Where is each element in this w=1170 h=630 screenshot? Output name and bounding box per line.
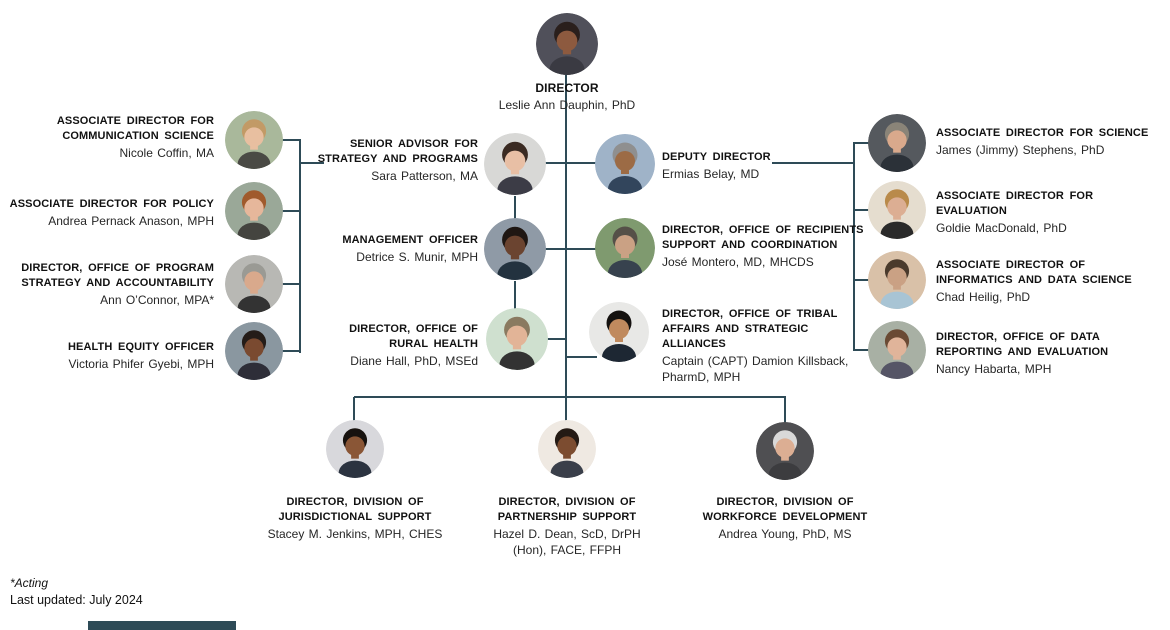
portrait-photo [538, 420, 596, 478]
connector-line [514, 281, 516, 309]
org-node-workforce-development: DIRECTOR, DIVISION OF WORKFORCE DEVELOPM… [670, 495, 900, 542]
person-name: Leslie Ann Dauphin, PhD [498, 98, 636, 112]
role-title: DIRECTOR, DIVISION OF JURISDICTIONAL SUP… [278, 496, 432, 523]
role-title: DEPUTY DIRECTOR [662, 151, 771, 163]
portrait-photo [595, 218, 655, 278]
connector-line [853, 142, 855, 351]
person-name: Goldie MacDonald, PhD [936, 221, 1067, 235]
portrait-photo [225, 111, 283, 169]
person-name: Detrice S. Munir, MPH [356, 250, 478, 264]
portrait-photo [595, 134, 655, 194]
acting-footnote: *Acting [10, 576, 49, 590]
person-name: Victoria Phifer Gyebi, MPH [68, 357, 215, 371]
org-node-communication-science: ASSOCIATE DIRECTOR FOR COMMUNICATION SCI… [8, 114, 214, 161]
role-title: DIRECTOR, DIVISION OF PARTNERSHIP SUPPOR… [497, 496, 637, 523]
role-title: MANAGEMENT OFFICER [342, 234, 478, 246]
connector-line [282, 139, 300, 141]
portrait-photo [484, 133, 546, 195]
org-node-evaluation: ASSOCIATE DIRECTOR FOR EVALUATION Goldie… [936, 189, 1151, 236]
org-node-recipients-support: DIRECTOR, OFFICE OF RECIPIENTS SUPPORT A… [662, 223, 867, 270]
connector-line [353, 397, 355, 421]
person-name: Hazel D. Dean, ScD, DrPH (Hon), FACE, FF… [493, 527, 641, 557]
connector-line [565, 397, 567, 421]
connector-line [545, 338, 567, 340]
person-name: Diane Hall, PhD, MSEd [350, 354, 478, 368]
portrait-photo [225, 322, 283, 380]
org-node-health-equity: HEALTH EQUITY OFFICER Victoria Phifer Gy… [8, 340, 214, 372]
connector-line [300, 162, 324, 164]
role-title: DIRECTOR, OFFICE OF PROGRAM STRATEGY AND… [21, 262, 214, 289]
org-node-deputy-director: DEPUTY DIRECTOR Ermias Belay, MD [662, 150, 862, 182]
org-node-rural-health: DIRECTOR, OFFICE OF RURAL HEALTH Diane H… [296, 322, 478, 369]
role-title: DIRECTOR, OFFICE OF RURAL HEALTH [349, 323, 478, 350]
connector-line [854, 349, 869, 351]
connector-line [772, 162, 854, 164]
portrait-photo [225, 255, 283, 313]
person-name: José Montero, MD, MHCDS [662, 255, 814, 269]
role-title: ASSOCIATE DIRECTOR FOR POLICY [9, 198, 214, 210]
portrait-photo [484, 218, 546, 280]
portrait-photo [868, 251, 926, 309]
role-title: DIRECTOR, OFFICE OF DATA REPORTING AND E… [936, 331, 1109, 358]
connector-line [854, 279, 869, 281]
org-node-tribal-affairs: DIRECTOR, OFFICE OF TRIBAL AFFAIRS AND S… [662, 307, 867, 385]
person-name: Nicole Coffin, MA [119, 146, 214, 160]
portrait-photo [589, 302, 649, 362]
person-name: Captain (CAPT) Damion Killsback, PharmD,… [662, 354, 849, 384]
person-name: Stacey M. Jenkins, MPH, CHES [267, 527, 443, 541]
portrait-photo [868, 321, 926, 379]
person-name: Andrea Pernack Anason, MPH [48, 214, 214, 228]
connector-line [545, 248, 597, 250]
person-name: Ermias Belay, MD [662, 167, 760, 181]
connector-line [565, 356, 597, 358]
connector-line [514, 196, 516, 219]
connector-line [854, 209, 869, 211]
connector-line [282, 210, 300, 212]
portrait-photo [326, 420, 384, 478]
person-name: Andrea Young, PhD, MS [718, 527, 852, 541]
last-updated-label: Last updated: July 2024 [10, 593, 143, 607]
portrait-photo [756, 422, 814, 480]
portrait-photo [225, 182, 283, 240]
role-title: HEALTH EQUITY OFFICER [67, 341, 214, 353]
org-node-management-officer: MANAGEMENT OFFICER Detrice S. Munir, MPH [296, 233, 478, 265]
role-title: DIRECTOR, OFFICE OF RECIPIENTS SUPPORT A… [662, 224, 864, 251]
person-name: Nancy Habarta, MPH [936, 362, 1052, 376]
portrait-photo [486, 308, 548, 370]
role-title: ASSOCIATE DIRECTOR FOR COMMUNICATION SCI… [56, 115, 214, 142]
connector-line [354, 396, 786, 398]
role-title: ASSOCIATE DIRECTOR FOR SCIENCE [936, 127, 1149, 139]
org-node-program-strategy: DIRECTOR, OFFICE OF PROGRAM STRATEGY AND… [8, 261, 214, 308]
connector-line [545, 162, 597, 164]
role-title: DIRECTOR, DIVISION OF WORKFORCE DEVELOPM… [702, 496, 868, 523]
org-node-director: DIRECTOR Leslie Ann Dauphin, PhD [456, 80, 678, 113]
role-title: ASSOCIATE DIRECTOR FOR EVALUATION [936, 190, 1094, 217]
person-name: Ann O’Connor, MPA* [100, 293, 214, 307]
person-name: James (Jimmy) Stephens, PhD [936, 143, 1105, 157]
portrait-photo-director [536, 13, 598, 75]
person-name: Chad Heilig, PhD [936, 290, 1031, 304]
person-name: Sara Patterson, MA [371, 169, 478, 183]
connector-line [282, 283, 300, 285]
role-title: SENIOR ADVISOR FOR STRATEGY AND PROGRAMS [317, 138, 478, 165]
org-node-science: ASSOCIATE DIRECTOR FOR SCIENCE James (Ji… [936, 126, 1151, 158]
org-node-policy: ASSOCIATE DIRECTOR FOR POLICY Andrea Per… [8, 197, 214, 229]
role-title: DIRECTOR [535, 81, 599, 95]
role-title: ASSOCIATE DIRECTOR OF INFORMATICS AND DA… [936, 259, 1132, 286]
connector-line [854, 142, 869, 144]
portrait-photo [868, 181, 926, 239]
org-node-informatics: ASSOCIATE DIRECTOR OF INFORMATICS AND DA… [936, 258, 1151, 305]
org-node-jurisdictional-support: DIRECTOR, DIVISION OF JURISDICTIONAL SUP… [240, 495, 470, 542]
connector-line [784, 397, 786, 423]
connector-line [282, 350, 300, 352]
portrait-photo [868, 114, 926, 172]
role-title: DIRECTOR, OFFICE OF TRIBAL AFFAIRS AND S… [662, 308, 838, 350]
connector-line [299, 139, 301, 353]
org-node-senior-advisor: SENIOR ADVISOR FOR STRATEGY AND PROGRAMS… [296, 137, 478, 184]
org-node-partnership-support: DIRECTOR, DIVISION OF PARTNERSHIP SUPPOR… [452, 495, 682, 558]
org-node-data-reporting: DIRECTOR, OFFICE OF DATA REPORTING AND E… [936, 330, 1151, 377]
connector-line [565, 75, 567, 397]
footer-accent-bar [88, 621, 236, 630]
